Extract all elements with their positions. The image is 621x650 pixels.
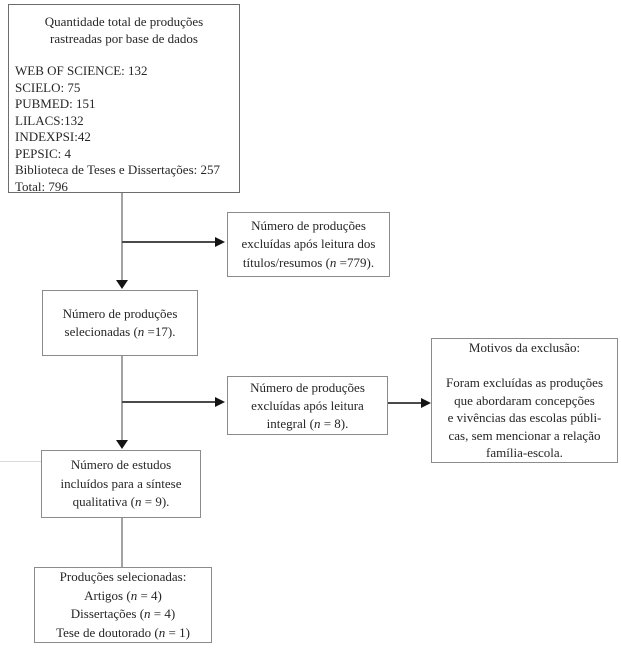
arrowhead-down-to-included (116, 440, 128, 449)
arrowhead-down-to-selected (116, 280, 128, 289)
arrowhead-right-to-excluded-titles (215, 237, 225, 247)
arrowhead-right-to-reasons (421, 398, 431, 408)
arrow-line-to-excluded-titles (122, 241, 215, 243)
box-exclusion-reasons: Motivos da exclusão: Foram excluídas as … (431, 338, 618, 463)
arrow-line-to-excluded-full (122, 401, 215, 403)
exclusion-reasons-spacer (432, 357, 617, 375)
connector-selected-to-included (121, 356, 123, 441)
exclusion-reasons-title: Motivos da exclusão: (468, 340, 581, 356)
left-margin-line (0, 461, 41, 462)
connector-total-to-selected (121, 193, 123, 281)
connector-included-to-final (121, 518, 123, 567)
box-final-selection: Produções selecionadas:Artigos (n = 4)Di… (34, 567, 212, 643)
arrow-line-to-reasons (388, 402, 421, 404)
arrowhead-right-to-excluded-full (215, 397, 225, 407)
